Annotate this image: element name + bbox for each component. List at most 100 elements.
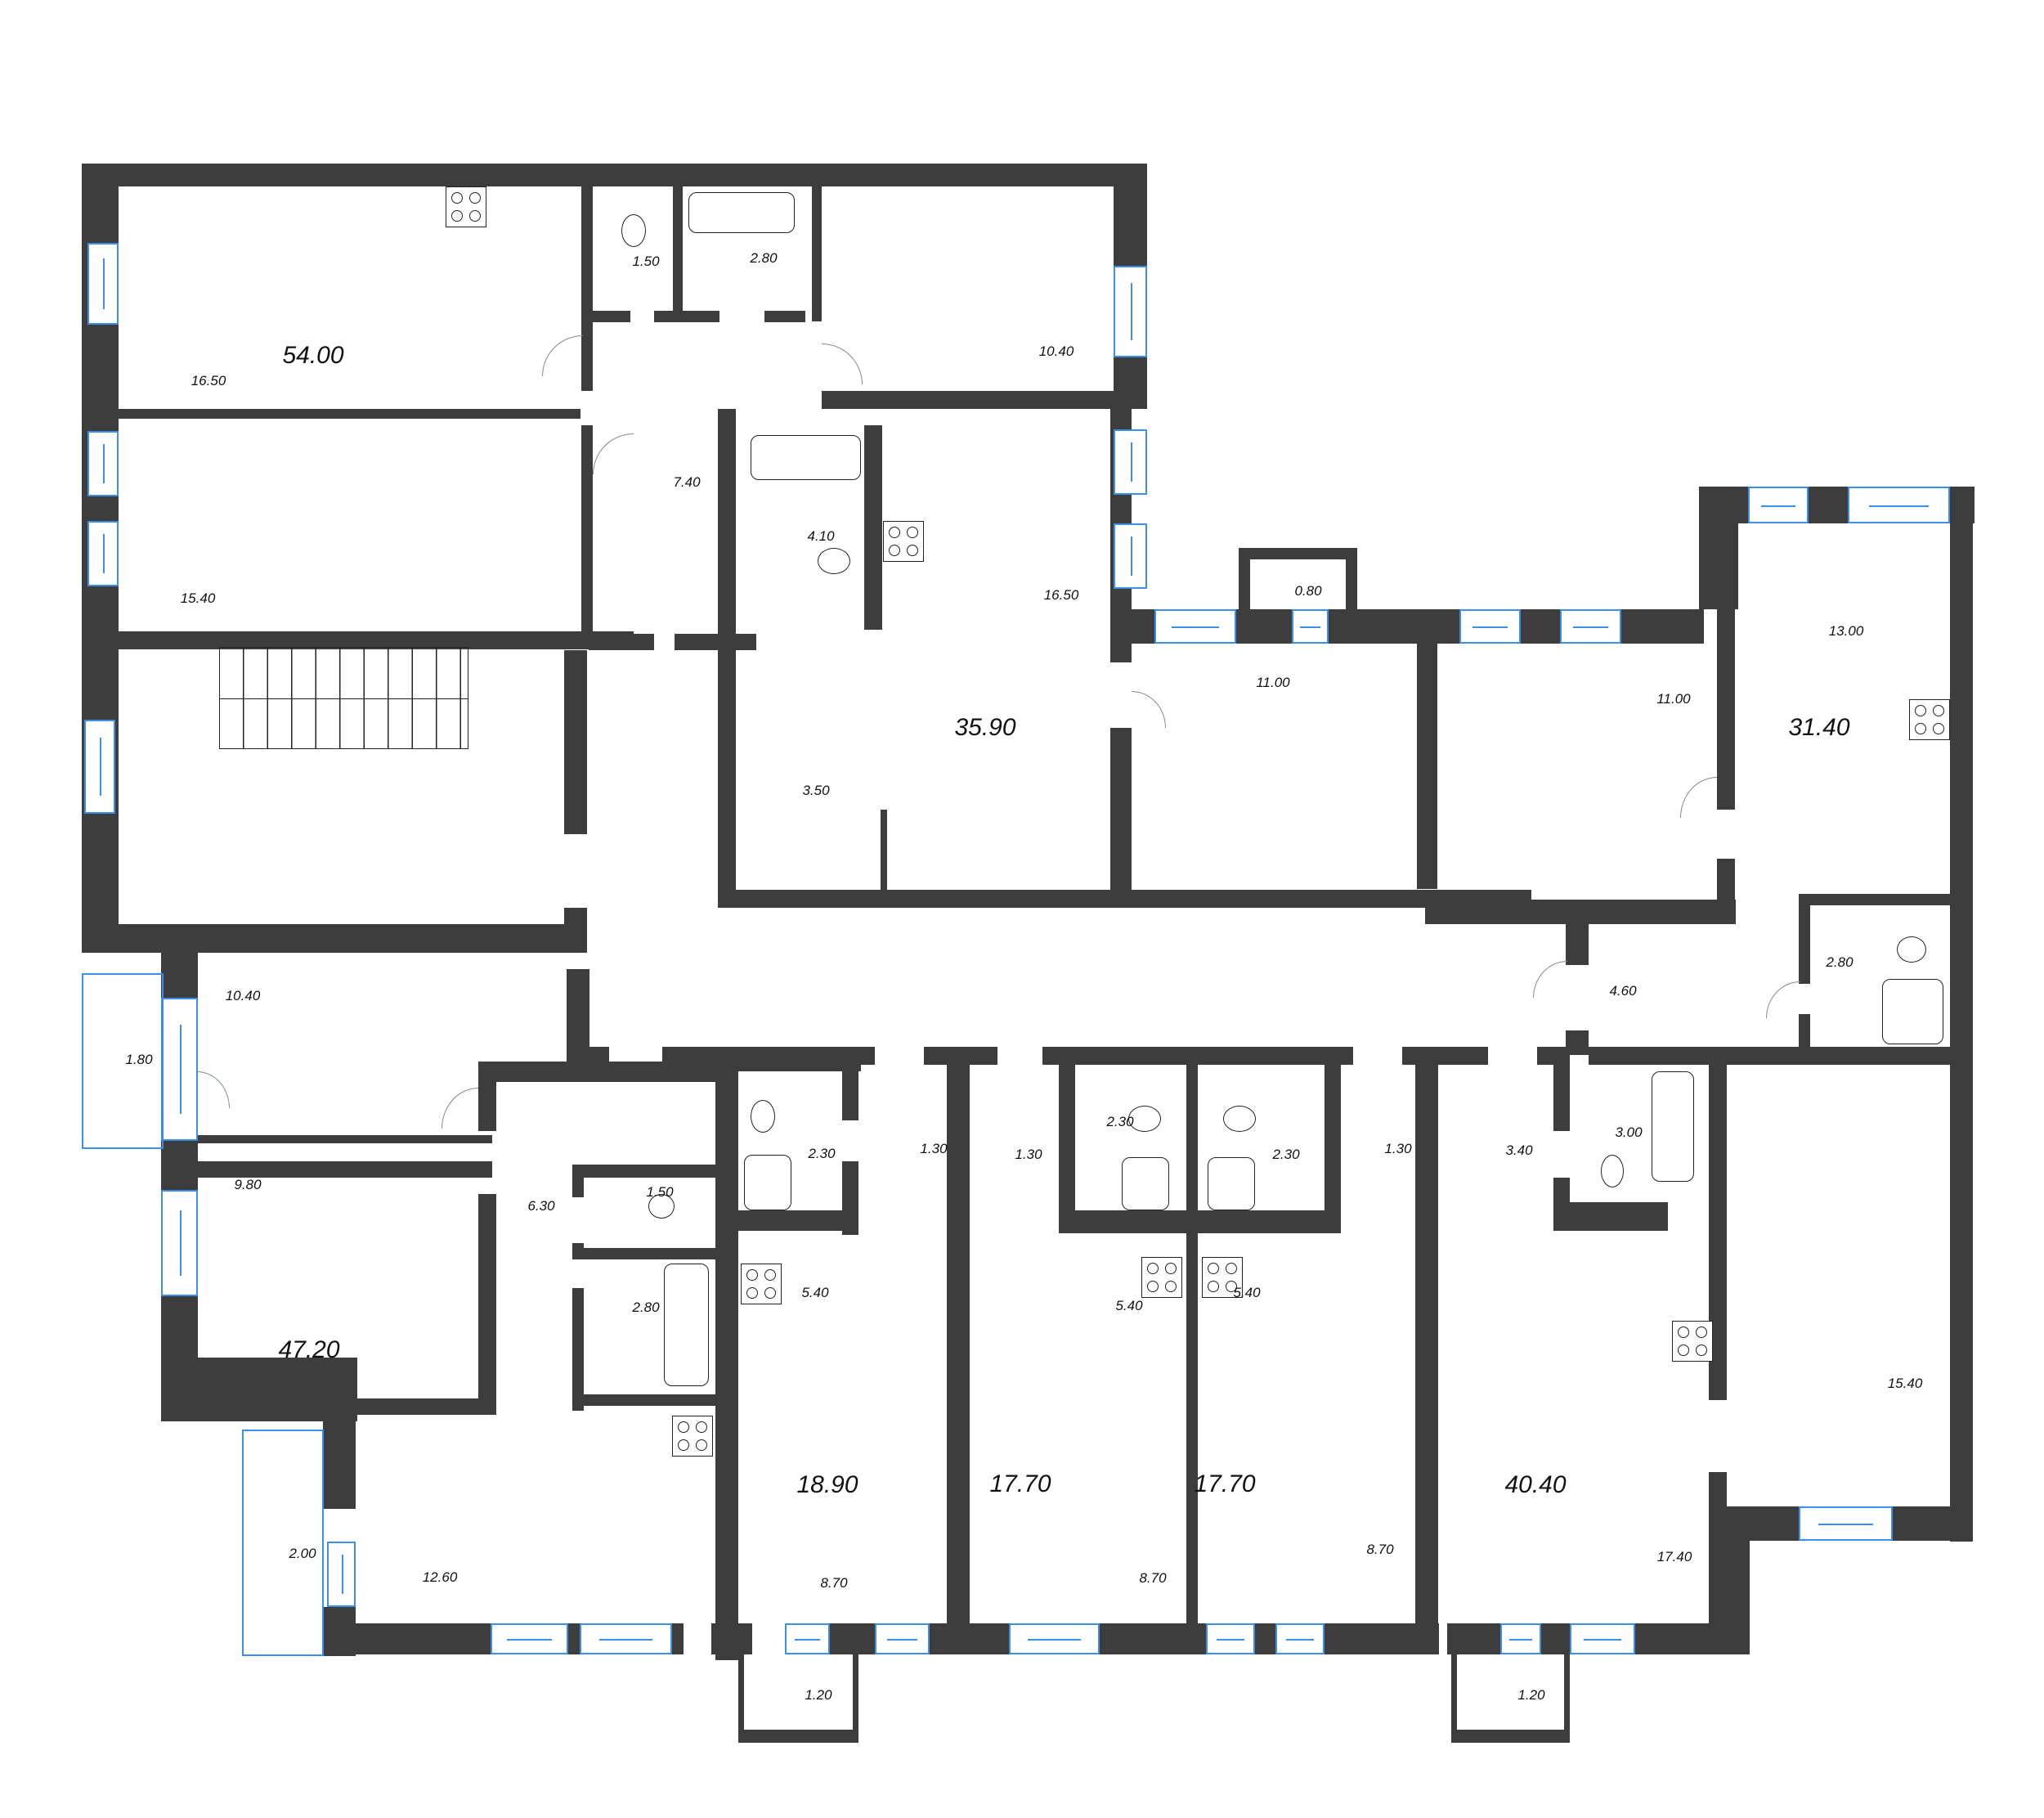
window xyxy=(161,998,198,1141)
wall xyxy=(970,1623,1009,1654)
window xyxy=(1292,609,1329,644)
wall xyxy=(738,1210,858,1231)
toilet-icon xyxy=(648,1194,675,1219)
wall xyxy=(764,311,805,322)
area-total-label: 40.40 xyxy=(1504,1471,1567,1498)
wall xyxy=(1239,548,1357,559)
room-area-label: 5.40 xyxy=(1115,1298,1143,1313)
wall xyxy=(1110,728,1132,891)
wall xyxy=(1709,1065,1727,1400)
wall xyxy=(572,1394,715,1406)
toilet-icon xyxy=(621,214,646,247)
wall xyxy=(1553,1062,1570,1131)
wall xyxy=(323,1419,356,1509)
room-area-label: 1.20 xyxy=(1517,1687,1545,1703)
wall xyxy=(567,969,589,1063)
bathtub-icon xyxy=(688,192,795,233)
wall xyxy=(1059,1062,1075,1233)
wall xyxy=(1255,1623,1275,1654)
wall xyxy=(662,1047,875,1065)
room-area-label: 2.00 xyxy=(289,1546,316,1561)
wall xyxy=(327,1398,495,1415)
window xyxy=(87,243,119,325)
wall xyxy=(672,1623,684,1654)
bathtub-icon xyxy=(751,435,861,480)
wall xyxy=(830,1623,875,1654)
bathtub-icon xyxy=(664,1264,709,1386)
window xyxy=(1114,429,1147,495)
wall xyxy=(1950,487,1973,1542)
window xyxy=(87,431,119,496)
window xyxy=(1570,1623,1635,1654)
stove-icon xyxy=(1202,1257,1243,1298)
wall xyxy=(654,311,719,322)
shower-icon xyxy=(1882,979,1943,1044)
wall xyxy=(161,1358,357,1421)
wall xyxy=(1186,1062,1198,1634)
window xyxy=(875,1623,930,1654)
room-area-label: 16.50 xyxy=(1043,587,1079,603)
wall xyxy=(881,810,887,891)
wall xyxy=(1059,1210,1341,1233)
wall xyxy=(119,409,580,419)
window xyxy=(1459,609,1521,644)
wall xyxy=(718,409,736,908)
wall xyxy=(1537,1047,1570,1065)
wall xyxy=(1325,1062,1341,1233)
window xyxy=(161,1190,198,1296)
door-swing xyxy=(593,433,634,474)
shower-icon xyxy=(1122,1157,1169,1210)
balcony xyxy=(242,1430,324,1656)
wall xyxy=(1564,1654,1570,1743)
toilet-icon xyxy=(1128,1106,1161,1132)
room-area-label: 1.50 xyxy=(646,1184,674,1200)
wall xyxy=(738,1063,861,1071)
stove-icon xyxy=(1141,1257,1182,1298)
room-area-label: 9.80 xyxy=(234,1177,262,1192)
wall xyxy=(947,1063,970,1652)
window xyxy=(1799,1506,1893,1541)
window xyxy=(1500,1623,1541,1654)
area-total-label: 54.00 xyxy=(282,342,344,369)
room-area-label: 1.30 xyxy=(1384,1141,1412,1156)
window xyxy=(1114,266,1147,357)
wall xyxy=(1799,894,1810,984)
room-area-label: 12.60 xyxy=(422,1569,458,1585)
window xyxy=(1560,609,1621,644)
room-area-label: 1.50 xyxy=(632,254,660,269)
wall xyxy=(738,1730,858,1743)
shower-icon xyxy=(744,1155,791,1210)
window xyxy=(1154,609,1236,644)
room-area-label: 3.50 xyxy=(802,783,830,798)
wall xyxy=(1699,487,1748,523)
wall xyxy=(119,631,634,649)
wall xyxy=(853,1654,858,1743)
room-area-label: 10.40 xyxy=(1038,343,1074,359)
bathtub-icon xyxy=(1652,1071,1694,1182)
window xyxy=(1206,1623,1255,1654)
room-area-label: 8.70 xyxy=(1139,1570,1167,1586)
wall xyxy=(738,1654,744,1743)
room-area-label: 17.40 xyxy=(1656,1549,1692,1564)
window xyxy=(580,1623,672,1654)
wall xyxy=(491,1062,719,1082)
wall xyxy=(711,1623,752,1654)
window xyxy=(1009,1623,1100,1654)
wall xyxy=(568,1623,580,1654)
wall xyxy=(1346,548,1357,622)
wall xyxy=(581,186,593,391)
room-area-label: 2.30 xyxy=(808,1146,836,1161)
room-area-label: 8.70 xyxy=(820,1575,848,1591)
wall xyxy=(198,1161,492,1178)
room-area-label: 16.50 xyxy=(191,373,226,388)
wall xyxy=(572,1165,715,1178)
stove-icon xyxy=(1672,1321,1713,1362)
wall xyxy=(1417,644,1437,889)
wall xyxy=(1553,1202,1668,1231)
window xyxy=(84,720,115,814)
wall xyxy=(1589,1047,1950,1065)
wall xyxy=(82,924,587,953)
wall xyxy=(842,1063,858,1120)
area-total-label: 17.70 xyxy=(1194,1470,1256,1497)
window xyxy=(1275,1623,1325,1654)
